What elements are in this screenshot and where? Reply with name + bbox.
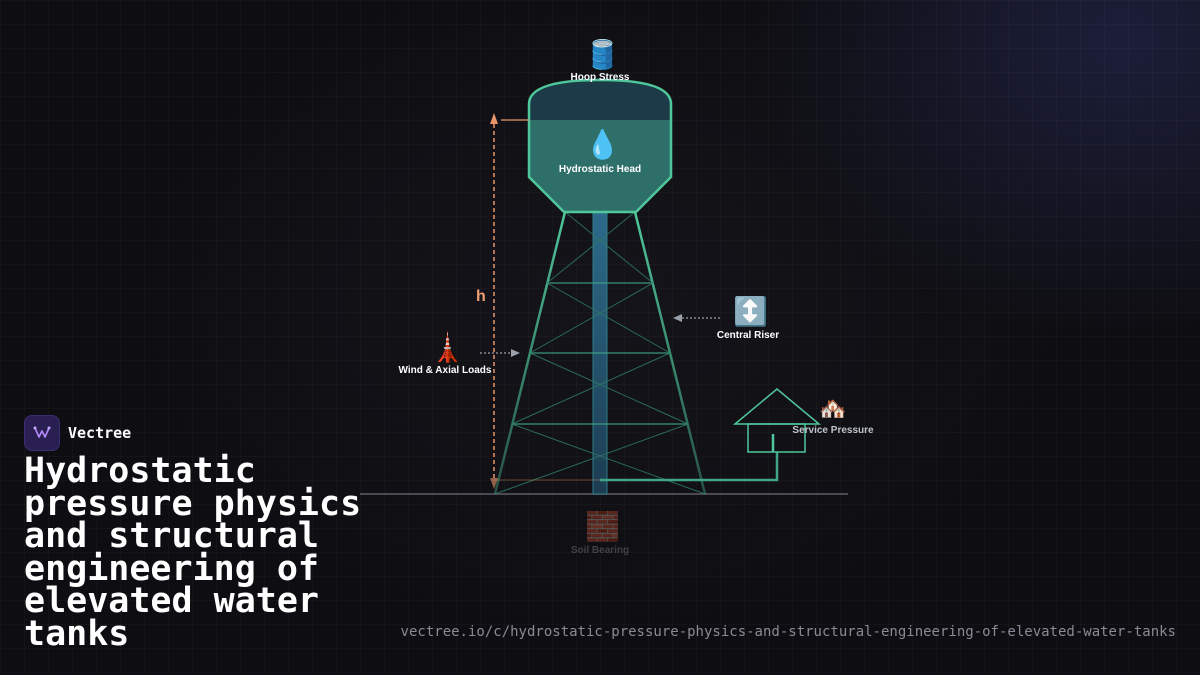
- brand: Vectree: [24, 415, 131, 451]
- hoop-stress-label: Hoop Stress: [570, 72, 630, 83]
- cross-braces: [494, 211, 706, 495]
- central-riser-label: Central Riser: [716, 330, 780, 341]
- horizontal-braces: [512, 282, 688, 425]
- water-droplet-icon: 💧: [585, 128, 620, 161]
- tank-shell: [527, 78, 673, 214]
- riser-pointer-arrow: [673, 314, 720, 322]
- wind-pointer-arrow: [480, 349, 520, 357]
- height-marker: [490, 113, 600, 489]
- wind-axial-loads-label: Wind & Axial Loads: [398, 365, 492, 376]
- page-title: Hydrostatic pressure physics and structu…: [24, 451, 362, 654]
- tower-icon: 🗼: [430, 331, 465, 364]
- soil-bearing-label: Soil Bearing: [570, 545, 630, 556]
- hydrostatic-head-label: Hydrostatic Head: [558, 164, 642, 175]
- vectree-logo-icon: [24, 415, 60, 451]
- tank-air-gap: [529, 80, 671, 120]
- height-label: h: [476, 288, 486, 305]
- service-pressure-label: Service Pressure: [792, 425, 874, 436]
- brick-wall-icon: 🧱: [585, 510, 620, 543]
- page-url[interactable]: vectree.io/c/hydrostatic-pressure-physic…: [400, 624, 1176, 640]
- house-outline: [732, 388, 822, 453]
- up-down-arrow-icon: ↕️: [733, 295, 768, 328]
- tank-water: [529, 120, 671, 212]
- service-line: [600, 452, 779, 482]
- oil-drum-icon: 🛢️: [585, 38, 620, 71]
- brand-name: Vectree: [68, 424, 132, 442]
- houses-icon: 🏘️: [819, 397, 847, 422]
